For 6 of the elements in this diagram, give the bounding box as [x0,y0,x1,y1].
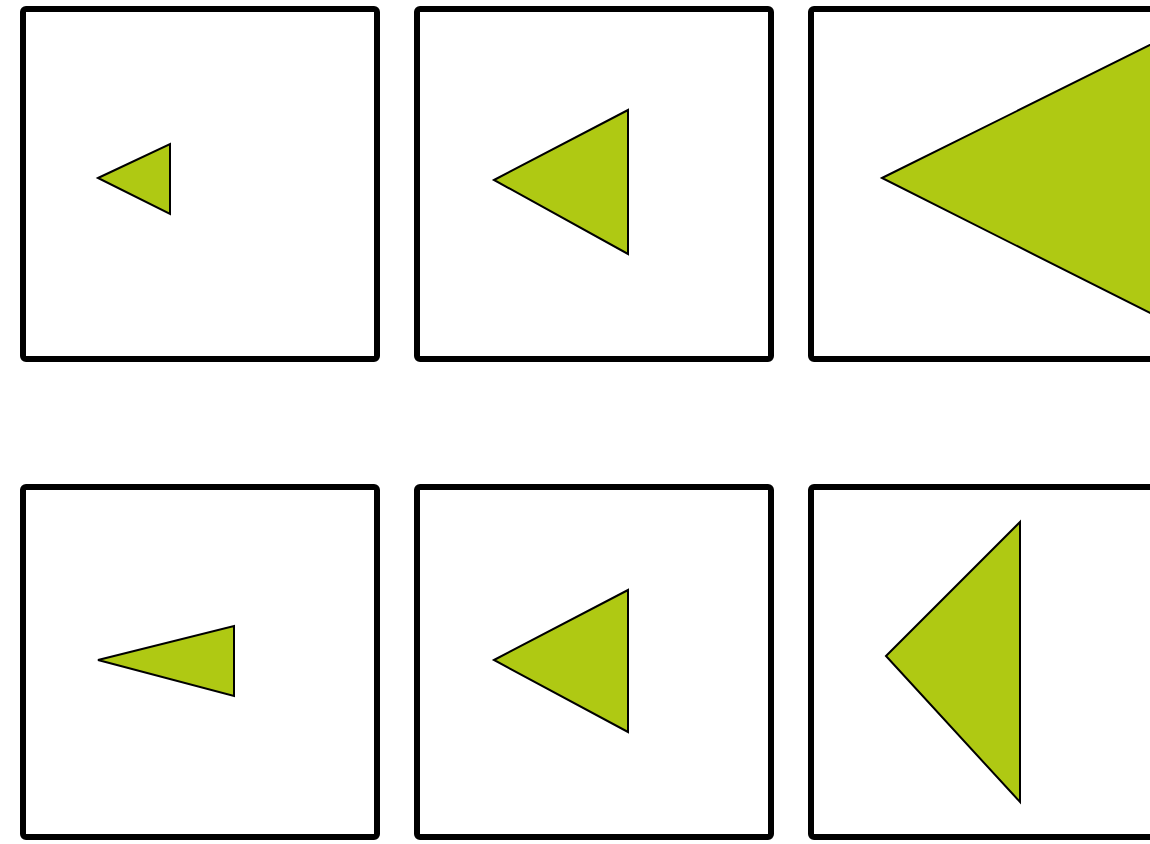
frame-box [20,484,380,840]
frame-box [414,484,774,840]
frame-box [20,6,380,362]
frame-box [414,6,774,362]
frame-box [808,6,1150,362]
frame-box [808,484,1150,840]
